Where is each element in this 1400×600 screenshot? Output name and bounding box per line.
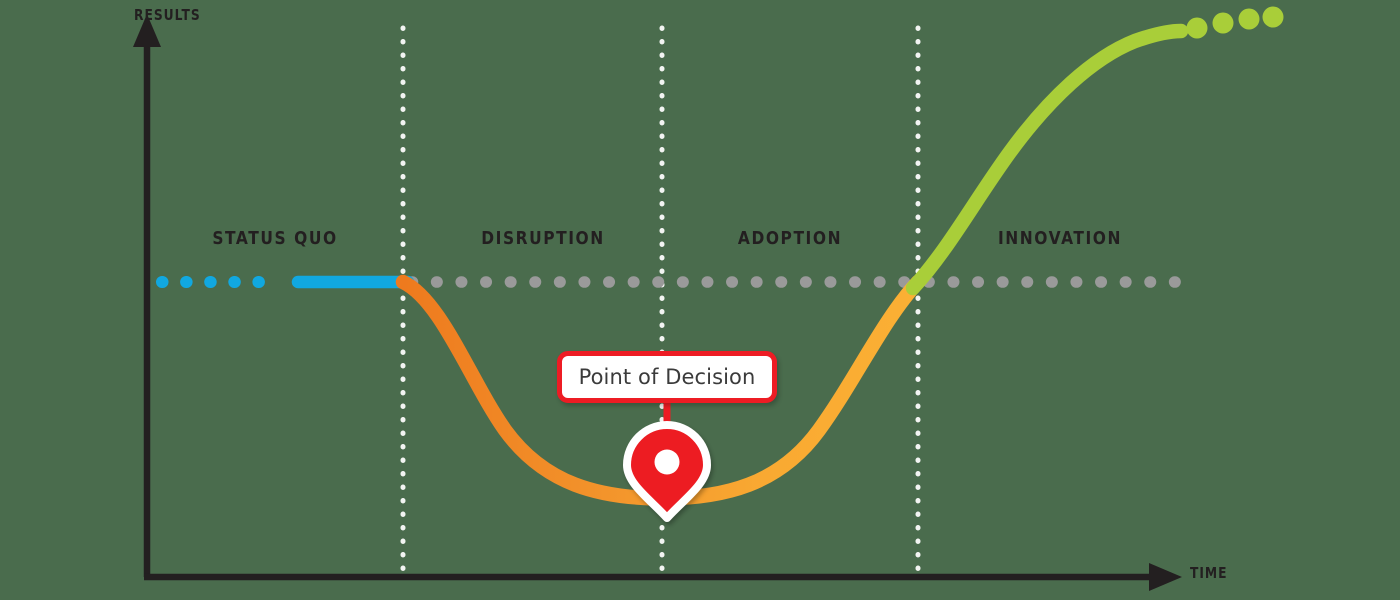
phase-label-status-quo: STATUS QUO [212, 228, 338, 249]
y-axis-arrowhead [133, 14, 161, 47]
phase-label-disruption: DISRUPTION [481, 228, 605, 249]
point-of-decision-label: Point of Decision [578, 365, 756, 389]
y-axis-label: RESULTS [134, 6, 201, 24]
point-of-decision-callout[interactable]: Point of Decision [557, 351, 777, 403]
y-axis [133, 14, 161, 577]
map-pin-icon [623, 421, 711, 522]
innovation-projection-dots [1186, 6, 1284, 39]
j-curve-green-segment [905, 23, 1189, 296]
phase-label-adoption: ADOPTION [737, 228, 843, 249]
x-axis-arrowhead [1149, 563, 1182, 591]
x-axis [144, 563, 1182, 591]
x-axis-label: TIME [1190, 564, 1228, 582]
phase-label-innovation: INNOVATION [997, 228, 1123, 249]
